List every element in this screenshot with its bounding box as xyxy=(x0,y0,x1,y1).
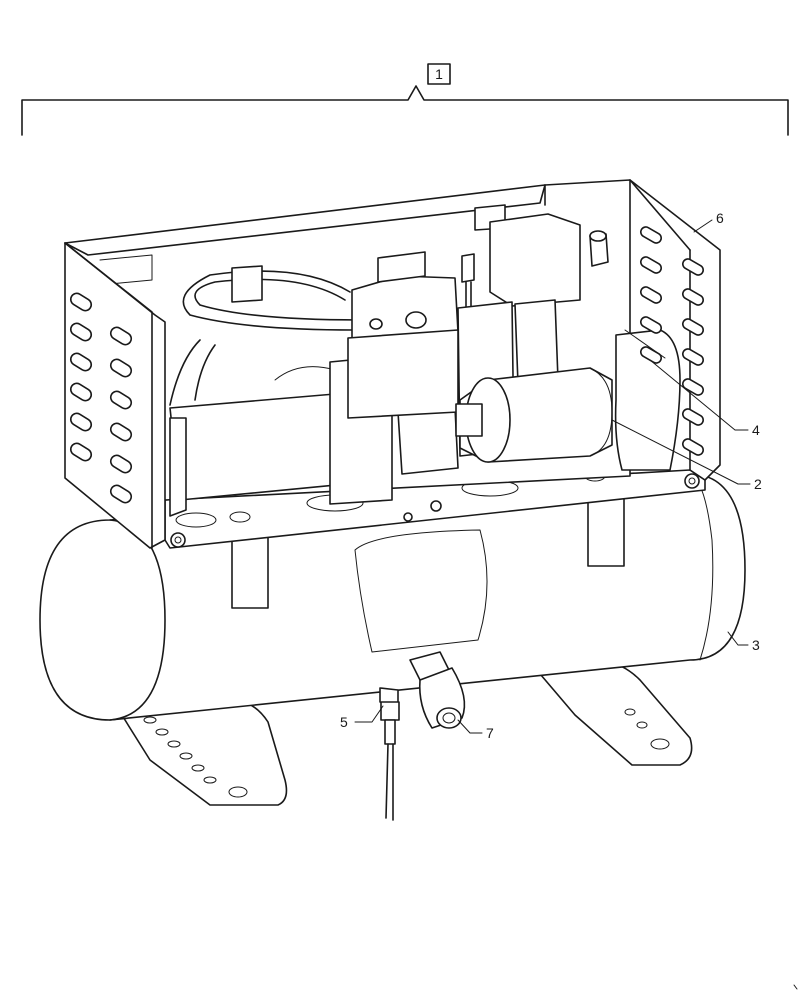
callout-7: 7 xyxy=(457,719,494,741)
callout-7-label: 7 xyxy=(486,725,494,741)
callout-2-label: 2 xyxy=(754,476,762,492)
tank-label-plate xyxy=(354,529,488,653)
enclosure-right-panel xyxy=(629,179,721,489)
compressor-assembly xyxy=(169,204,681,517)
enclosure-left-panel xyxy=(64,242,186,549)
assembly-bracket: 1 xyxy=(21,63,789,136)
callout-3-label: 3 xyxy=(752,637,760,653)
callout-6: 6 xyxy=(693,210,724,233)
callout-5-label: 5 xyxy=(340,714,348,730)
callout-5: 5 xyxy=(340,705,384,730)
assembly-callout-label: 1 xyxy=(435,66,443,82)
callout-3: 3 xyxy=(727,631,760,653)
callout-6-label: 6 xyxy=(716,210,724,226)
assembly-callout-box xyxy=(427,63,451,85)
drain-valve xyxy=(409,651,466,729)
callout-2: 2 xyxy=(611,419,762,492)
corner-mark xyxy=(793,984,798,990)
callout-4: 4 xyxy=(649,359,760,438)
pressure-switch xyxy=(379,687,400,821)
tank-mounting-foot-right xyxy=(534,661,693,766)
callout-4-label: 4 xyxy=(752,422,760,438)
